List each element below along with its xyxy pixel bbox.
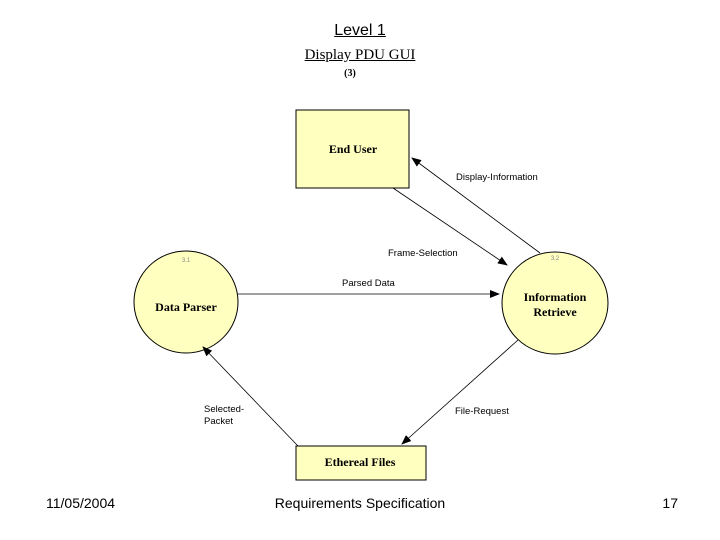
- frame-selection-label: Frame-Selection: [388, 248, 458, 259]
- ethereal-files-box: [295, 445, 427, 481]
- footer-title: Requirements Specification: [274, 495, 446, 511]
- selected-packet-flow: [202, 346, 299, 447]
- selected-packet-label-2: Packet: [204, 416, 233, 427]
- diagram-number: (3): [344, 68, 356, 79]
- frame-selection-flow: [392, 187, 508, 266]
- end-user-label: End User: [329, 142, 378, 156]
- data-parser-label: Data Parser: [155, 300, 217, 314]
- ethereal-files-label: Ethereal Files: [325, 455, 396, 469]
- parsed-data-label: Parsed Data: [342, 278, 396, 289]
- footer-date: 11/05/2004: [46, 495, 116, 511]
- data-parser-process: [133, 250, 239, 354]
- selected-packet-label-1: Selected-: [204, 404, 244, 415]
- display-information-flow: [411, 157, 541, 254]
- slide-title: Level 1: [334, 22, 386, 39]
- end-user-box: [295, 109, 410, 189]
- display-information-label: Display-Information: [456, 172, 538, 183]
- data-parser-id: 3.1: [182, 258, 191, 264]
- file-request-label: File-Request: [455, 406, 509, 417]
- information-retrieve-label-1: Information: [524, 290, 587, 304]
- file-request-flow: [401, 339, 519, 445]
- diagram-subtitle: Display PDU GUI: [304, 47, 416, 63]
- footer-page-number: 17: [662, 495, 678, 511]
- information-retrieve-process: [501, 251, 609, 355]
- information-retrieve-id: 3.2: [551, 256, 560, 262]
- information-retrieve-label-2: Retrieve: [533, 305, 577, 319]
